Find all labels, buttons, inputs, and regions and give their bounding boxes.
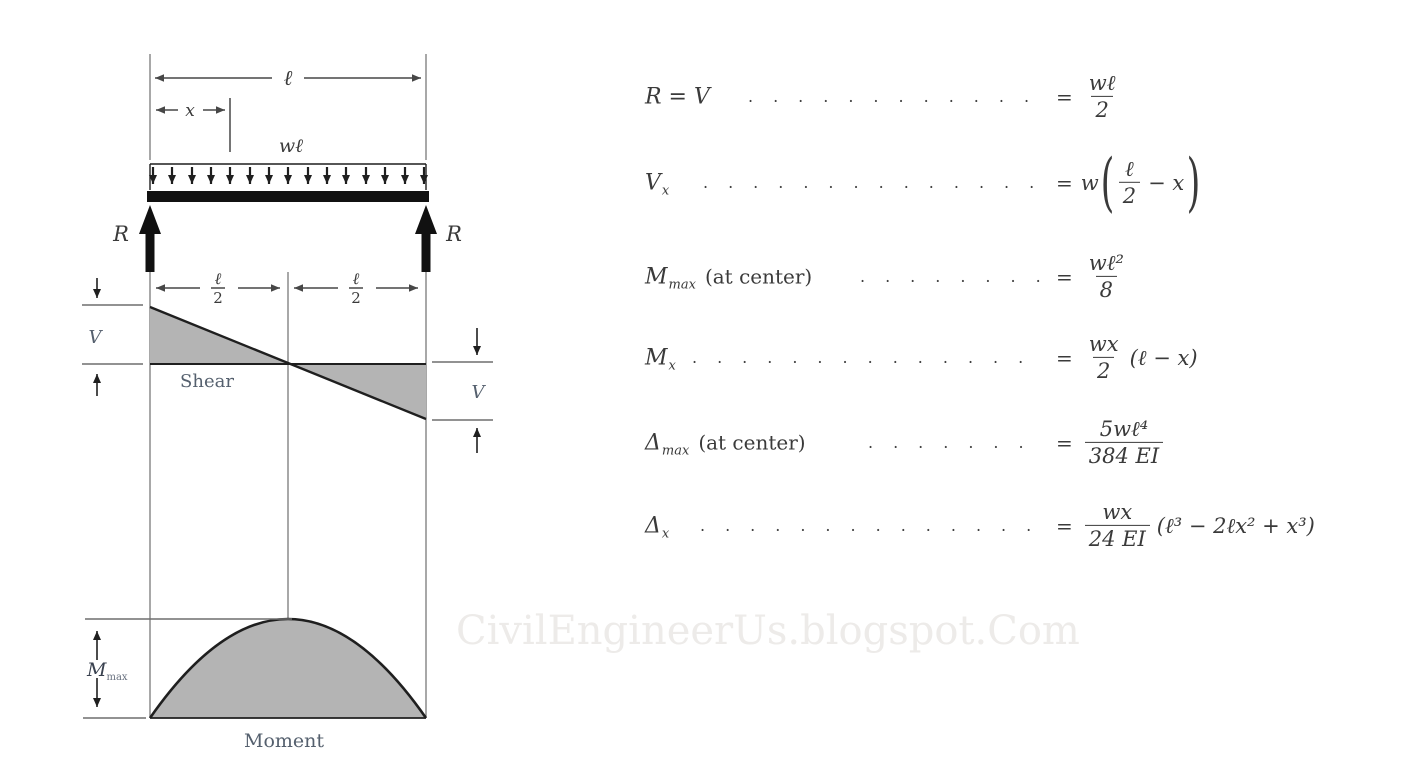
open-paren: ( bbox=[1100, 145, 1115, 220]
close-paren: ) bbox=[1186, 145, 1201, 220]
fraction-numerator: 5wℓ⁴ bbox=[1099, 416, 1149, 441]
dot-leader: ......... bbox=[868, 433, 1043, 452]
formula-note: (at center) bbox=[704, 264, 813, 289]
shear-v-dimension-left: V bbox=[82, 278, 143, 396]
equals-sign: = bbox=[1056, 430, 1073, 455]
dot-leader: ................ bbox=[692, 348, 1043, 367]
right-reaction-arrow bbox=[415, 205, 437, 272]
dot-leader: .............. bbox=[703, 173, 1043, 192]
reaction-arrows bbox=[139, 205, 437, 272]
formula-lhs-subscript: x bbox=[661, 183, 670, 199]
moment-max-label: M bbox=[86, 659, 107, 681]
fraction-numerator: ℓ bbox=[1125, 156, 1134, 181]
formula-lhs: Δ bbox=[645, 430, 661, 456]
dot-leader: ............. bbox=[748, 87, 1043, 106]
half-span-left-denominator: 2 bbox=[213, 289, 223, 307]
beam-diagram: ℓ x wℓ bbox=[82, 54, 493, 752]
moment-title: Moment bbox=[244, 730, 324, 752]
fraction: wx 2 bbox=[1085, 331, 1123, 383]
fraction-denominator: 2 bbox=[1118, 181, 1141, 208]
x-distance-label: x bbox=[185, 101, 195, 121]
left-reaction-label: R bbox=[112, 222, 129, 246]
watermark: CivilEngineerUs.blogspot.Com bbox=[456, 608, 1080, 654]
fraction: ℓ 2 bbox=[1118, 156, 1141, 208]
formula-lhs: V bbox=[645, 170, 661, 196]
equals-sign: = bbox=[1056, 170, 1073, 195]
right-reaction-label: R bbox=[445, 222, 462, 246]
formula-lhs-subscript: x bbox=[661, 526, 670, 542]
coefficient: w bbox=[1080, 170, 1099, 195]
formula-lhs: M bbox=[645, 345, 668, 371]
fraction-numerator: wx bbox=[1088, 331, 1119, 356]
fraction-denominator: 24 EI bbox=[1084, 524, 1150, 551]
left-reaction-arrow bbox=[139, 205, 161, 272]
half-span-right-denominator: 2 bbox=[351, 289, 361, 307]
svg-text:Mmax: Mmax bbox=[86, 659, 128, 683]
expression: (ℓ³ − 2ℓx² + x³) bbox=[1156, 513, 1315, 538]
distributed-load bbox=[149, 163, 428, 190]
half-span-dimension-left: ℓ 2 bbox=[156, 269, 280, 307]
load-arrows bbox=[149, 167, 428, 184]
moment-max-subscript: max bbox=[106, 672, 127, 683]
fraction: wx 24 EI bbox=[1084, 499, 1150, 551]
formula-lhs: R = V bbox=[645, 84, 710, 110]
dot-leader: .............. bbox=[700, 516, 1043, 535]
moment-max-dimension: Mmax bbox=[86, 631, 128, 707]
dot-leader: ......... bbox=[860, 267, 1043, 286]
expression: − x bbox=[1148, 170, 1185, 195]
fraction: wℓ² 8 bbox=[1085, 250, 1128, 302]
fraction-numerator: wx bbox=[1102, 499, 1133, 524]
half-span-dimension-right: ℓ 2 bbox=[294, 269, 418, 307]
fraction-denominator: 2 bbox=[1091, 95, 1113, 122]
fraction-numerator: wℓ² bbox=[1088, 250, 1124, 275]
beam-bar bbox=[147, 191, 429, 202]
shear-v-dimension-right: V bbox=[432, 328, 493, 453]
fraction-denominator: 2 bbox=[1092, 356, 1115, 383]
equals-sign: = bbox=[1056, 345, 1073, 370]
moment-diagram: Moment bbox=[83, 617, 428, 752]
formula-lhs-subscript: x bbox=[668, 358, 676, 374]
expression: (ℓ − x) bbox=[1129, 345, 1198, 370]
equals-sign: = bbox=[1056, 513, 1073, 538]
span-dimension: ℓ bbox=[155, 66, 421, 90]
shear-title: Shear bbox=[180, 371, 234, 392]
shear-v-left-label: V bbox=[89, 327, 104, 348]
x-dimension: x bbox=[156, 101, 225, 121]
fraction: 5wℓ⁴ 384 EI bbox=[1084, 416, 1164, 468]
equals-sign: = bbox=[1056, 264, 1073, 289]
half-span-right-numerator: ℓ bbox=[353, 269, 360, 288]
formula-lhs-subscript: max bbox=[668, 277, 696, 293]
half-span-left-numerator: ℓ bbox=[215, 269, 222, 288]
formula-lhs: Δ bbox=[645, 513, 661, 539]
fraction-denominator: 384 EI bbox=[1084, 441, 1164, 468]
fraction: wℓ 2 bbox=[1085, 70, 1120, 122]
shear-diagram: Shear bbox=[149, 305, 427, 421]
load-label: wℓ bbox=[279, 135, 303, 157]
shear-v-right-label: V bbox=[472, 382, 487, 403]
formula-lhs-subscript: max bbox=[661, 443, 690, 459]
equals-sign: = bbox=[1056, 84, 1073, 109]
fraction-denominator: 8 bbox=[1095, 275, 1118, 302]
formula-note: (at center) bbox=[698, 430, 806, 455]
fraction-numerator: wℓ bbox=[1088, 70, 1116, 95]
span-length-label: ℓ bbox=[284, 66, 293, 90]
formula-lhs: M bbox=[645, 264, 668, 290]
